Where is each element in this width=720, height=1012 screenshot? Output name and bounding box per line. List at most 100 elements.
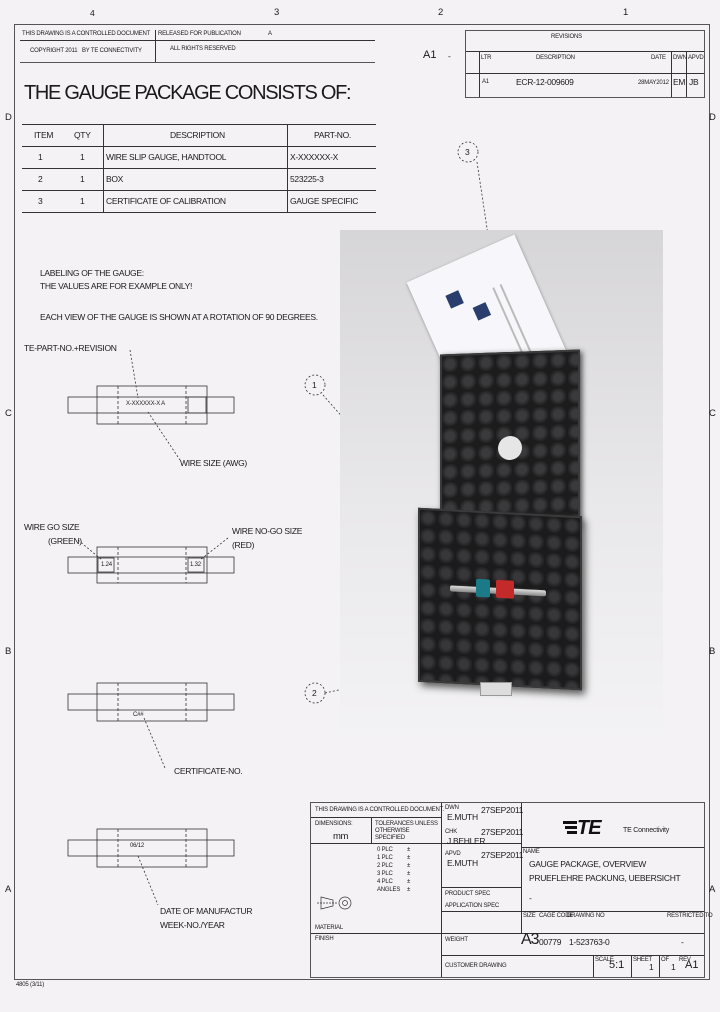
tb-scale-label: SCALE	[595, 957, 614, 963]
tb-rev: A1	[685, 959, 699, 971]
tb-size: A3	[521, 931, 540, 948]
bom-row3-qty: 1	[80, 196, 85, 206]
tb-rstr-label: RESTRICTED TO	[667, 913, 713, 919]
gauge-red-handle	[496, 579, 514, 599]
box-base	[418, 507, 582, 691]
footer-form-number: 4805 (3/11)	[16, 982, 45, 988]
rev-zone: A1	[423, 49, 437, 61]
balloon-1: 1	[312, 380, 317, 390]
view2-nogo-size: WIRE NO-GO SIZE	[232, 526, 303, 536]
tb-drawing-label: DRAWING NO	[567, 913, 605, 919]
bom-row2-item: 2	[38, 174, 43, 184]
tb-tol-pm-1: ±	[407, 855, 411, 861]
view2-nogo-color: (RED)	[232, 540, 255, 550]
tb-restricted-value: -	[681, 937, 684, 947]
bom-header-partno: PART-NO.	[314, 130, 351, 140]
balloon-3: 3	[465, 147, 470, 157]
header-note-company: BY TE CONNECTIVITY	[82, 48, 142, 54]
view2-go-color: (GREEN)	[48, 536, 82, 546]
view2-go-size: WIRE GO SIZE	[24, 522, 80, 532]
revisions-title: REVISIONS	[551, 34, 582, 40]
tb-dwn-date: 27SEP2011	[481, 805, 524, 815]
tb-name-label: NAME	[523, 849, 540, 855]
bom-row3-item: 3	[38, 196, 43, 206]
main-title: THE GAUGE PACKAGE CONSISTS OF:	[24, 82, 352, 104]
tb-tol-pm-4: ±	[407, 879, 411, 885]
view2-go-value: 1.24	[101, 562, 112, 568]
balloon-2: 2	[312, 688, 317, 698]
rev-row-date: 28MAY2012	[638, 80, 669, 86]
tb-finish: FINISH	[315, 936, 334, 942]
header-strip: THIS DRAWING IS A CONTROLLED DOCUMENT RE…	[20, 30, 375, 63]
bom-row1-item: 1	[38, 152, 43, 162]
gauge-green-handle	[476, 578, 490, 598]
tb-dimensions: DIMENSIONS:	[315, 821, 353, 827]
tb-dwg-no: 1-523763-0	[569, 937, 610, 947]
zone-right-c: C	[709, 408, 716, 419]
zone-top-3: 3	[274, 7, 279, 18]
note-rotation: EACH VIEW OF THE GAUGE IS SHOWN AT A ROT…	[40, 312, 318, 322]
tb-tol-4: 4 PLC	[377, 879, 393, 885]
view3-certificate-no: CERTIFICATE-NO.	[174, 766, 243, 776]
tb-product-spec: PRODUCT SPEC	[445, 891, 491, 897]
tb-chk-name: J.BEHLER	[447, 836, 486, 846]
tb-chk-label: CHK	[445, 829, 458, 835]
lid-hole	[498, 435, 522, 461]
tb-brand: TE Connectivity	[623, 827, 670, 834]
rev-col-dwn: DWN	[673, 55, 687, 61]
bom-row2-partno: 523225-3	[290, 174, 324, 184]
zone-left-b: B	[5, 646, 11, 657]
rev-row-ltr: A1	[482, 79, 489, 85]
bom-row3-partno: GAUGE SPECIFIC	[290, 196, 359, 206]
te-logo: TE	[563, 817, 607, 839]
note-labeling: LABELING OF THE GAUGE:	[40, 268, 144, 278]
note-example: THE VALUES ARE FOR EXAMPLE ONLY!	[40, 281, 193, 291]
tb-of-label: OF	[661, 957, 669, 963]
header-note-copyright: COPYRIGHT 2011	[30, 48, 78, 54]
bom-row1-qty: 1	[80, 152, 85, 162]
title-block: THIS DRAWING IS A CONTROLLED DOCUMENT. D…	[310, 802, 713, 978]
rev-row-apvd: JB	[689, 77, 699, 87]
zone-right-b: B	[709, 646, 715, 657]
header-note-rev: A	[268, 31, 272, 37]
tb-appvd-name: E.MUTH	[447, 858, 478, 868]
tb-tol-3: 3 PLC	[377, 871, 393, 877]
tb-dwn-name: E.MUTH	[447, 812, 478, 822]
view4-week-label: WEEK-NO./YEAR	[160, 920, 225, 930]
rev-col-apvd: APVD	[688, 55, 704, 61]
header-note-controlled: THIS DRAWING IS A CONTROLLED DOCUMENT	[22, 31, 151, 37]
tb-appvd-date: 27SEP2011	[481, 850, 524, 860]
view1-callout: TE-PART-NO.+REVISION	[24, 343, 117, 353]
bom-row3-desc: CERTIFICATE OF CALIBRATION	[106, 196, 226, 206]
view4-date-label: DATE OF MANUFACTUR	[160, 906, 253, 916]
zone-top-1: 1	[623, 7, 628, 18]
tb-tol-0: 0 PLC	[377, 847, 393, 853]
tb-cage: 00779	[539, 937, 562, 947]
bom-header-qty: QTY	[74, 130, 91, 140]
zone-right-a: A	[709, 884, 715, 895]
tb-tol-pm-angles: ±	[407, 887, 411, 893]
tb-tol-pm-3: ±	[407, 871, 411, 877]
rev-col-date: DATE	[651, 55, 666, 61]
tb-sheet: 1	[649, 962, 654, 972]
bom-header-item: ITEM	[34, 130, 54, 140]
tb-tol-angles: ANGLES	[377, 887, 401, 893]
zone-left-a: A	[5, 884, 11, 895]
tb-customer-drawing: CUSTOMER DRAWING	[445, 963, 507, 969]
tb-tol-2: 2 PLC	[377, 863, 393, 869]
drawing-frame	[14, 24, 710, 980]
projection-symbol-icon	[317, 896, 352, 910]
header-note-released: RELEASED FOR PUBLICATION	[158, 31, 241, 37]
tb-rev-label: REV	[679, 957, 691, 963]
tb-of: 1	[671, 962, 676, 972]
bom-row2-desc: BOX	[106, 174, 124, 184]
tb-units: mm	[333, 831, 349, 842]
view1-gauge-text: X-XXXXXX-X A	[126, 401, 165, 407]
view1-wire-size: WIRE SIZE (AWG)	[180, 458, 247, 468]
rev-row-dwn: EM	[673, 77, 686, 87]
rev-col-desc: DESCRIPTION	[536, 55, 575, 61]
zone-top-2: 2	[438, 7, 443, 18]
tb-tolerances: TOLERANCES UNLESS OTHERWISE SPECIFIED	[375, 821, 438, 841]
tb-application-spec: APPLICATION SPEC	[445, 903, 500, 909]
